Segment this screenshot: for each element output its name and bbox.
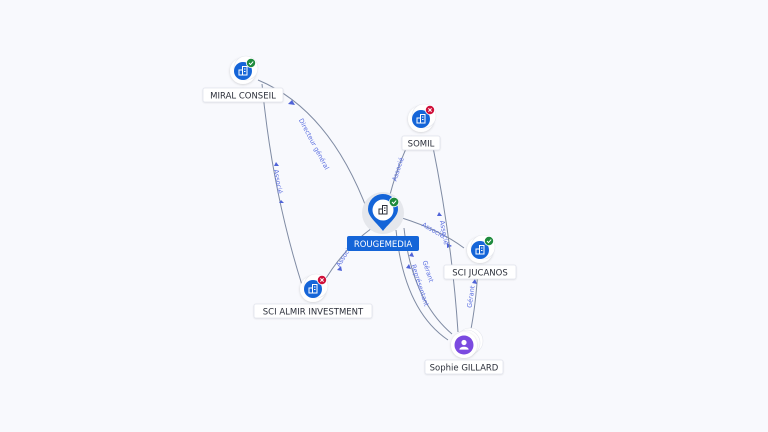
node-sophie-gillard[interactable]: Sophie GILLARD [424, 327, 504, 375]
node-label: Sophie GILLARD [430, 364, 499, 374]
edge-arrow [279, 200, 284, 203]
building-icon [238, 66, 248, 76]
building-icon [378, 205, 388, 215]
nodes: MIRAL CONSEIL SOMIL [202, 55, 517, 375]
person-icon [459, 339, 469, 350]
edge-arrow [274, 162, 279, 166]
edge-label-miral-rougemedia: Directeur général [297, 117, 331, 171]
edge-arrow [288, 100, 295, 105]
status-active-badge [246, 58, 256, 68]
node-label: MIRAL CONSEIL [210, 92, 276, 102]
edge-label-gillard-jucanos: Gérant [466, 285, 477, 309]
node-label: SOMIL [408, 140, 435, 150]
check-icon [248, 61, 254, 66]
close-icon [428, 108, 432, 112]
node-label: SCI JUCANOS [452, 269, 507, 279]
status-closed-badge [425, 105, 435, 115]
edge-arrow [437, 212, 442, 216]
node-somil[interactable]: SOMIL [401, 103, 441, 151]
close-icon [320, 278, 324, 282]
node-miral-conseil[interactable]: MIRAL CONSEIL [202, 55, 284, 103]
edge-miral-almir[interactable]: Associé [261, 83, 303, 286]
check-icon [486, 239, 492, 244]
edge-label-somil-rougemedia: Associé [390, 156, 405, 182]
edge-arrow [337, 266, 342, 271]
node-sci-jucanos[interactable]: SCI JUCANOS [443, 234, 517, 280]
status-active-badge [388, 196, 400, 208]
edge-arrow [406, 264, 411, 269]
check-icon [391, 200, 397, 205]
node-label: SCI ALMIR INVESTMENT [263, 308, 364, 318]
node-rougemedia[interactable]: ROUGEMEDIA [347, 192, 419, 251]
edge-arrow [409, 252, 414, 257]
edge-arrow [472, 279, 477, 284]
building-icon [416, 114, 426, 124]
node-label: ROUGEMEDIA [354, 240, 413, 250]
building-icon [308, 284, 318, 294]
status-active-badge [484, 236, 494, 246]
node-sci-almir-investment[interactable]: SCI ALMIR INVESTMENT [253, 273, 373, 319]
edge-somil-gillard[interactable]: Associé [431, 141, 459, 333]
status-closed-badge [317, 275, 327, 285]
edge-label-miral-almir: Associé [272, 169, 284, 195]
building-icon [475, 245, 485, 255]
